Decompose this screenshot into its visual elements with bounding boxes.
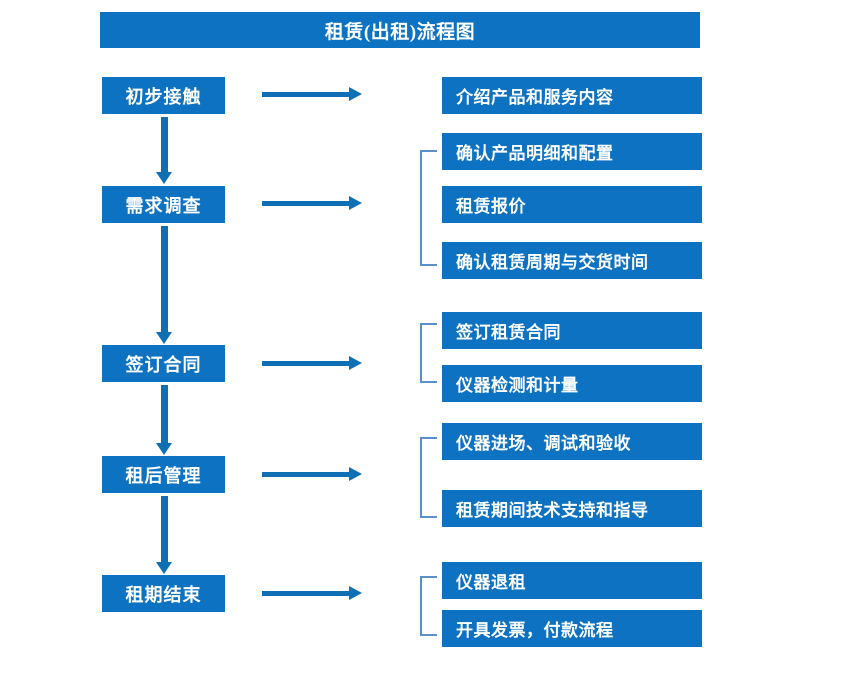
arrow-shaft [262,361,350,366]
arrow-head [156,332,172,344]
stage-box-sign-contract[interactable]: 签订合同 [102,345,225,382]
arrow-shaft [262,201,350,206]
stage-box-rental-end[interactable]: 租期结束 [102,575,225,612]
detail-box-instrument-delivery[interactable]: 仪器进场、调试和验收 [442,423,702,460]
group-bracket-icon-stage-2 [420,150,437,266]
arrow-head [156,443,172,455]
right-arrow-icon-stage-1 [262,87,362,101]
arrow-head [349,196,362,210]
arrow-head [349,356,362,370]
detail-box-invoice-payment[interactable]: 开具发票，付款流程 [442,610,702,647]
arrow-head [349,467,362,481]
detail-box-confirm-product-spec[interactable]: 确认产品明细和配置 [442,133,702,170]
down-arrow-icon-4 [156,496,172,574]
group-bracket-icon-stage-3 [420,323,437,383]
arrow-shaft [161,117,168,172]
flowchart-title: 租赁(出租)流程图 [100,12,700,48]
detail-box-rental-quote[interactable]: 租赁报价 [442,186,702,223]
arrow-shaft [161,496,168,562]
group-bracket-icon-stage-5 [420,576,437,636]
arrow-shaft [262,591,350,596]
detail-box-sign-rental-contract[interactable]: 签订租赁合同 [442,312,702,349]
arrow-head [349,586,362,600]
down-arrow-icon-2 [156,226,172,344]
arrow-head [156,172,172,184]
arrow-shaft [262,92,350,97]
right-arrow-icon-stage-2 [262,196,362,210]
detail-box-technical-support[interactable]: 租赁期间技术支持和指导 [442,490,702,527]
stage-box-preliminary-contact[interactable]: 初步接触 [102,77,225,114]
arrow-shaft [262,472,350,477]
arrow-shaft [161,226,168,332]
right-arrow-icon-stage-5 [262,586,362,600]
down-arrow-icon-3 [156,385,172,455]
arrow-head [349,87,362,101]
detail-box-introduce-products[interactable]: 介绍产品和服务内容 [442,77,702,114]
right-arrow-icon-stage-4 [262,467,362,481]
detail-box-confirm-rental-period[interactable]: 确认租赁周期与交货时间 [442,242,702,279]
detail-box-instrument-inspection[interactable]: 仪器检测和计量 [442,365,702,402]
right-arrow-icon-stage-3 [262,356,362,370]
arrow-shaft [161,385,168,443]
down-arrow-icon-1 [156,117,172,184]
stage-box-post-rental-management[interactable]: 租后管理 [102,456,225,493]
detail-box-instrument-return[interactable]: 仪器退租 [442,562,702,599]
stage-box-demand-survey[interactable]: 需求调查 [102,186,225,223]
arrow-head [156,562,172,574]
group-bracket-icon-stage-4 [420,437,437,518]
